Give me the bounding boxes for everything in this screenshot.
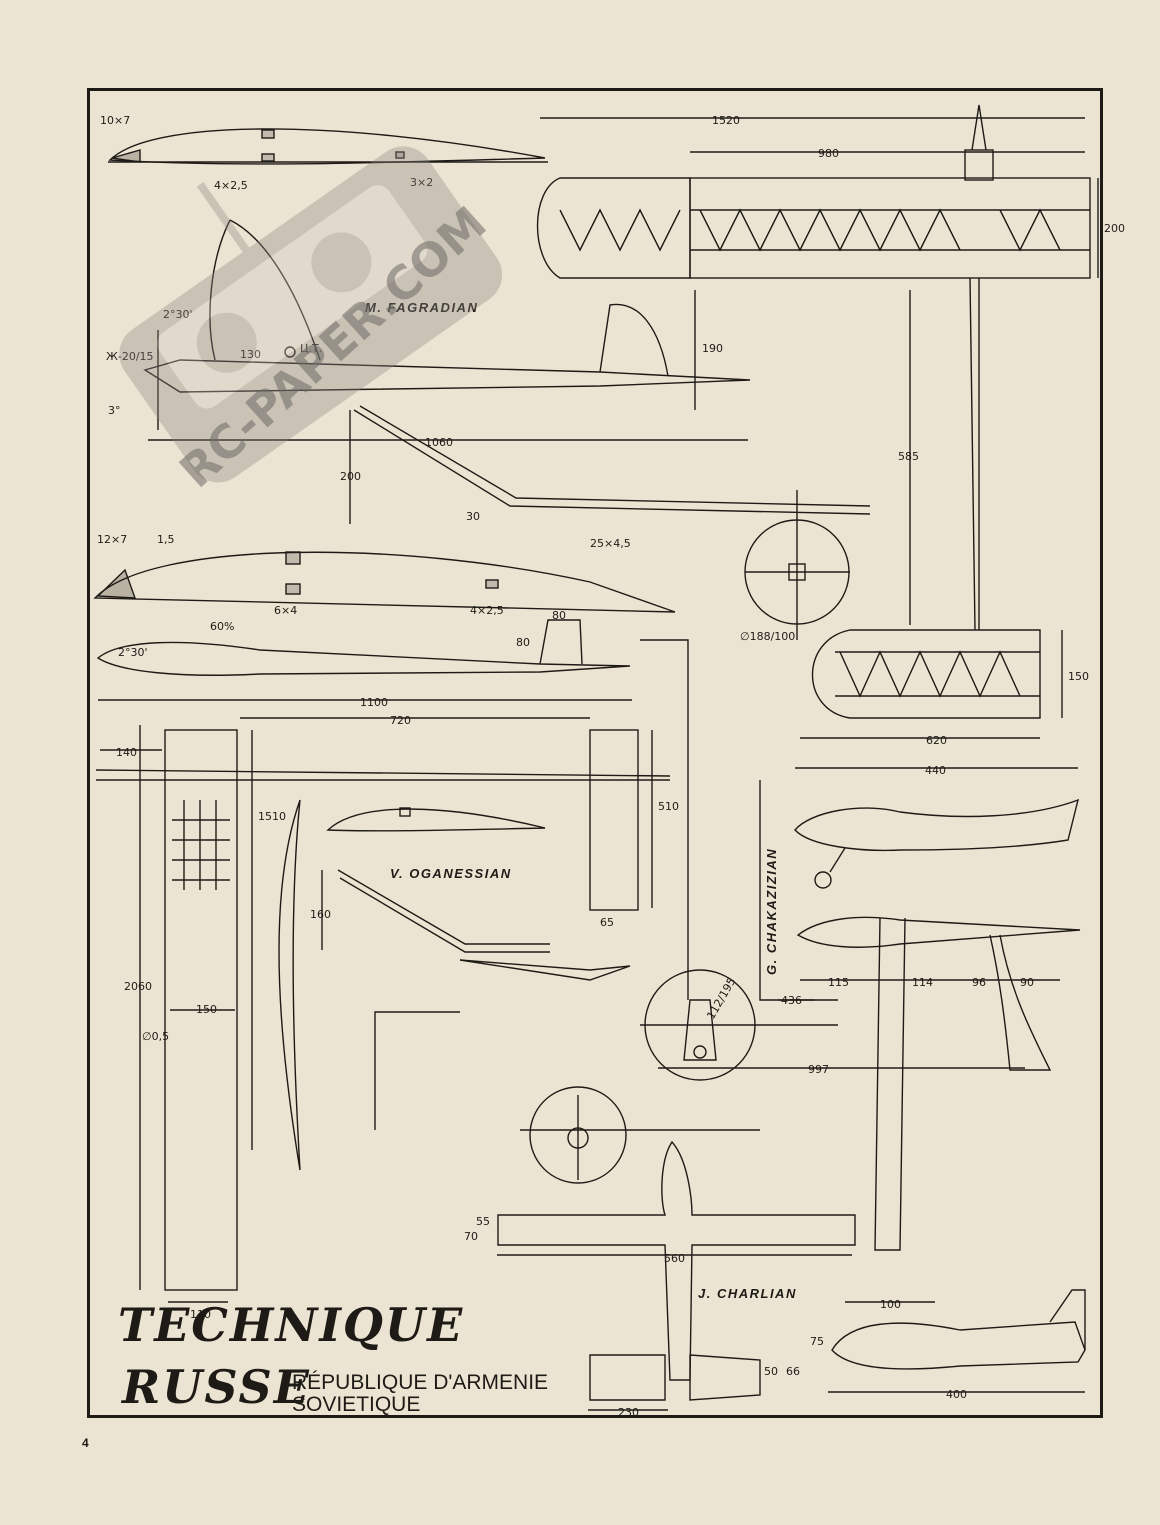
dim-585: 585: [898, 450, 919, 463]
dim-96: 96: [972, 976, 986, 989]
dim-230: 230: [618, 1406, 639, 1419]
dim-400: 400: [946, 1388, 967, 1401]
fagradian-wing-section: [108, 128, 548, 165]
dim-436: 436: [781, 994, 802, 1007]
dim-980: 980: [818, 147, 839, 160]
chakazizian-plan-view: [796, 916, 1081, 1251]
spar-25x45: 25×4,5: [590, 537, 631, 550]
label-oganessian: V. OGANESSIAN: [390, 866, 512, 881]
label-chakazizian: G. CHAKAZIZIAN: [764, 848, 779, 975]
dim-75: 75: [810, 1335, 824, 1348]
spar-6x4: 6×4: [274, 604, 297, 617]
dim-115: 115: [828, 976, 849, 989]
dim-30: 30: [466, 510, 480, 523]
label-fagradian: M. FAGRADIAN: [365, 300, 478, 315]
dim-80-side: 80: [516, 636, 530, 649]
dim-65: 65: [600, 916, 614, 929]
fagradian-stabilizer-plan: [811, 629, 1041, 719]
spar-4x25-b: 4×2,5: [470, 604, 504, 617]
chakazizian-front-view: [640, 969, 838, 1081]
page-number: 4: [82, 1436, 89, 1450]
dim-190: 190: [702, 342, 723, 355]
dim-150-wing: 150: [196, 1003, 217, 1016]
angle-3: 3°: [108, 404, 121, 417]
label-engine: Ж-20/15: [106, 350, 154, 363]
dim-560: 560: [664, 1252, 685, 1265]
dim-66: 66: [786, 1365, 800, 1378]
dim-130: 130: [240, 348, 261, 361]
angle-230-top: 2°30': [163, 308, 193, 321]
title-technique: TECHNIQUE: [118, 1298, 465, 1352]
angle-230-fuse: 2°30': [118, 646, 148, 659]
dim-1100: 1100: [360, 696, 388, 709]
percent-60: 60%: [210, 620, 234, 633]
dim-140: 140: [116, 746, 137, 759]
dim-1510: 1510: [258, 810, 286, 823]
chakazizian-fuselage-side: [794, 798, 1080, 889]
fagradian-spar-10x7: 10×7: [100, 114, 130, 127]
dim-620: 620: [926, 734, 947, 747]
label-charlian: J. CHARLIAN: [698, 1286, 797, 1301]
charlian-side-view: [831, 1289, 1086, 1370]
dim-prop-112-195: 112/195: [704, 975, 738, 1021]
dim-80-top: 80: [552, 609, 566, 622]
dim-440: 440: [925, 764, 946, 777]
dim-200-wing: 200: [1104, 222, 1125, 235]
dim-160: 160: [310, 908, 331, 921]
oganessian-dihedral: [337, 869, 631, 981]
dim-50: 50: [764, 1365, 778, 1378]
dim-1520: 1520: [712, 114, 740, 127]
dim-prop-188-100: ∅188/100: [740, 630, 795, 643]
wing-profile-2: [93, 551, 676, 613]
dim-510: 510: [658, 800, 679, 813]
subtitle-line-1: RÉPUBLIQUE D'ARMENIE: [292, 1371, 549, 1394]
subtitle-line-2: SOVIETIQUE: [292, 1393, 421, 1416]
dim-114: 114: [912, 976, 933, 989]
dim-200-dihedral: 200: [340, 470, 361, 483]
oganessian-wing-profile: [278, 799, 546, 1171]
dim-100: 100: [880, 1298, 901, 1311]
title-russe: RUSSE: [122, 1360, 311, 1414]
dim-110: 110: [190, 1308, 211, 1321]
drawing-frame: [87, 88, 1103, 1418]
dim-997: 997: [808, 1063, 829, 1076]
dim-90: 90: [1020, 976, 1034, 989]
dim-1060: 1060: [425, 436, 453, 449]
fagradian-wing-plan: [536, 104, 1091, 631]
fagradian-fuselage-side: [143, 219, 751, 430]
label-cg: Ц.Т.: [300, 342, 322, 355]
charlian-plan-view: [497, 1140, 856, 1401]
fagradian-wing-dihedral: [353, 405, 871, 515]
dim-2060: 2060: [124, 980, 152, 993]
fuselage-2: [96, 619, 631, 676]
dim-720: 720: [390, 714, 411, 727]
spar-12x7: 12×7: [97, 533, 127, 546]
charlian-front-view: [520, 1086, 760, 1184]
fagradian-spar-3x2: 3×2: [410, 176, 433, 189]
dim-150-stab: 150: [1068, 670, 1089, 683]
subtitle: RÉPUBLIQUE D'ARMENIE SOVIETIQUE: [292, 1372, 548, 1416]
fagradian-front-view: [744, 490, 850, 640]
spar-15: 1,5: [157, 533, 175, 546]
dim-diameter-05: ∅0,5: [142, 1030, 169, 1043]
dim-70: 70: [464, 1230, 478, 1243]
oganessian-fuselage-top: [95, 729, 671, 1291]
fagradian-spar-4x25: 4×2,5: [214, 179, 248, 192]
dim-55: 55: [476, 1215, 490, 1228]
